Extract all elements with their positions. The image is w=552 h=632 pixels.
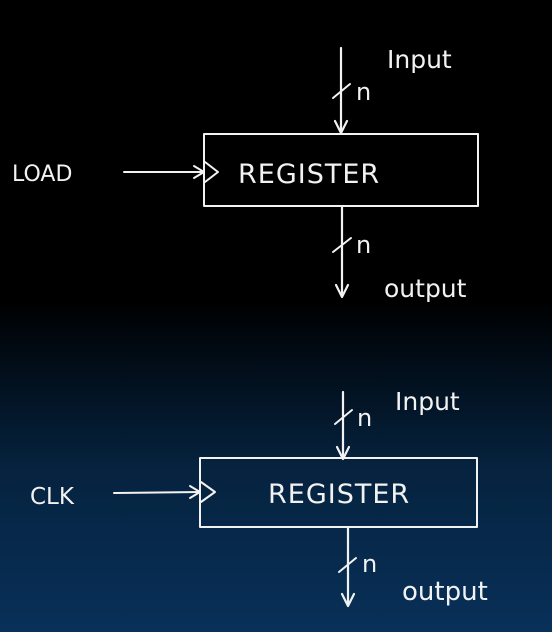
bus-slash <box>332 83 351 99</box>
input-label: Input <box>395 387 460 416</box>
control-label: LOAD <box>12 162 72 187</box>
input-label: Input <box>387 45 452 74</box>
bus-slash <box>332 237 352 253</box>
clock-triangle-icon <box>204 161 219 183</box>
control-wire <box>113 491 201 494</box>
register-label: REGISTER <box>238 159 380 190</box>
output-bus-width: n <box>356 231 371 259</box>
clock-triangle-icon <box>200 481 216 503</box>
control-arrow-icon <box>193 165 205 179</box>
output-bus-width: n <box>362 550 377 578</box>
input-bus-width: n <box>356 78 371 106</box>
output-label: output <box>384 274 467 303</box>
register-clk-diagram: n Input REGISTER CLK n output <box>30 387 488 608</box>
register-box <box>203 133 479 207</box>
output-label: output <box>402 577 488 607</box>
bus-slash <box>334 409 353 425</box>
output-arrow-icon <box>334 283 350 299</box>
register-load-diagram: n Input REGISTER LOAD n output <box>12 45 479 303</box>
register-label: REGISTER <box>268 479 410 510</box>
control-label: CLK <box>30 484 75 510</box>
bus-slash <box>338 557 357 573</box>
control-arrow-icon <box>189 485 201 499</box>
output-arrow-icon <box>340 592 356 608</box>
input-bus-width: n <box>357 404 372 432</box>
